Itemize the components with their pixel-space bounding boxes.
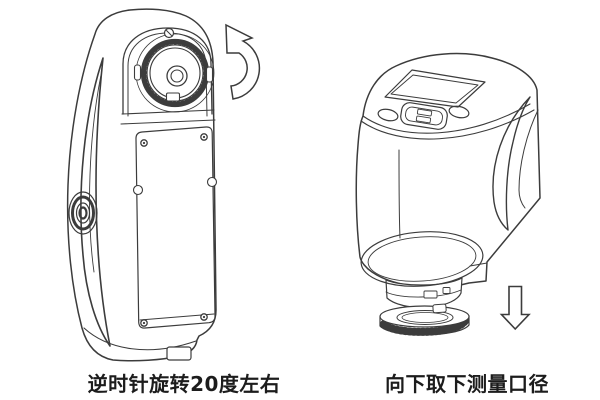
device-back-view	[66, 8, 218, 362]
bottom-seam	[83, 327, 197, 351]
grip-panel-echo	[518, 109, 539, 209]
ring-knurl-ticks	[380, 317, 469, 336]
screen-frame	[384, 69, 486, 108]
ring-notch-tab	[432, 303, 447, 314]
down-arrow-icon	[499, 285, 531, 331]
measuring-port	[385, 277, 463, 309]
back-panel	[135, 126, 216, 329]
side-button	[68, 191, 98, 235]
button-cluster	[377, 102, 470, 130]
caption-rotate-step: 逆时针旋转20度左右	[87, 372, 281, 396]
dial-latch-left	[133, 64, 142, 81]
line-art-root	[66, 8, 541, 362]
dial-window	[165, 92, 181, 102]
collar-band	[120, 109, 216, 125]
button-right	[448, 105, 470, 119]
aperture-ring	[379, 303, 470, 336]
caption-remove-aperture-step: 向下取下测量口径	[385, 372, 549, 396]
rotate-counterclockwise-arrow-icon	[225, 23, 261, 100]
button-left	[377, 108, 399, 122]
body-seam	[398, 149, 401, 239]
bottom-foot-tab	[166, 346, 192, 361]
dial-latch-right	[205, 66, 214, 83]
screen-display	[390, 74, 479, 104]
aperture-dial	[133, 27, 215, 113]
bottom-rim	[360, 231, 484, 287]
device-front-view	[355, 52, 541, 309]
panel-hole-right	[206, 176, 218, 188]
button-pad	[400, 102, 448, 130]
panel-screws	[140, 133, 208, 327]
ring-opening	[379, 305, 470, 328]
panel-hole-left	[132, 184, 144, 196]
lens-opening	[166, 65, 188, 87]
grip-panel	[492, 96, 531, 231]
step-tab	[469, 262, 488, 267]
side-panel-echo	[89, 74, 102, 273]
